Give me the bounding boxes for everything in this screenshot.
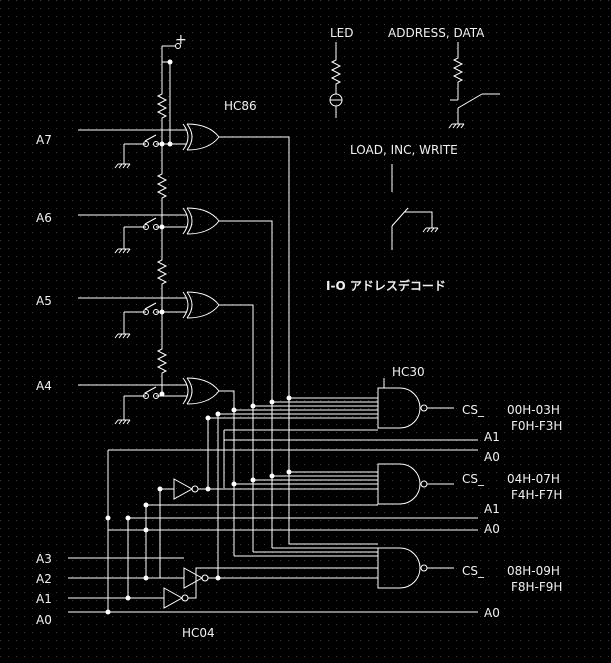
- side-label-a1-top: A1: [484, 430, 500, 444]
- side-label-a0-mid: A0: [484, 522, 500, 536]
- diagram-title: I-O アドレスデコード: [326, 278, 446, 293]
- input-label-a2: A2: [36, 572, 52, 586]
- nand-gate-1: [377, 387, 454, 429]
- output-range2-3: F8H-F9H: [511, 580, 562, 594]
- vcc-label: +: [175, 32, 187, 48]
- xor-stage-a6: [78, 207, 273, 402]
- xor-stage-a7: [78, 123, 290, 398]
- legend-load-inc-write: LOAD, INC, WRITE: [350, 143, 458, 157]
- legend-address-data: ADDRESS, DATA: [388, 26, 485, 40]
- output-cs-3: CS_: [462, 564, 485, 578]
- address-data-switch-symbol: [448, 42, 500, 129]
- xor-stage-a4: [78, 377, 235, 556]
- xor-stage-a5: [78, 291, 254, 406]
- chip-label-hc30: HC30: [392, 365, 425, 379]
- input-label-a1: A1: [36, 592, 52, 606]
- input-label-a6: A6: [36, 211, 52, 225]
- led-symbol: [329, 42, 343, 118]
- output-cs-2: CS_: [462, 472, 485, 486]
- inverter-a3: [68, 557, 378, 589]
- input-label-a0: A0: [36, 613, 52, 627]
- legend-led: LED: [330, 26, 354, 40]
- side-label-a0-bot: A0: [484, 606, 500, 620]
- load-inc-write-switch-symbol: [391, 164, 439, 250]
- output-range2-1: F0H-F3H: [511, 419, 562, 433]
- inverter-a2: [157, 478, 378, 578]
- output-range1-2: 04H-07H: [507, 472, 560, 486]
- address-input-lines: [68, 439, 478, 615]
- input-label-a7: A7: [36, 133, 52, 147]
- side-label-a1-mid: A1: [484, 502, 500, 516]
- side-label-a0-top: A0: [484, 450, 500, 464]
- inverter-a1: [128, 567, 378, 609]
- bus-wiring: [205, 395, 378, 580]
- output-cs-1: CS_: [462, 403, 485, 417]
- output-range1-3: 08H-09H: [507, 564, 560, 578]
- output-range2-2: F4H-F7H: [511, 488, 562, 502]
- input-label-a5: A5: [36, 294, 52, 308]
- chip-label-hc86: HC86: [224, 99, 257, 113]
- chip-label-hc04: HC04: [182, 626, 215, 640]
- input-label-a4: A4: [36, 379, 52, 393]
- nand-gate-3: [377, 547, 454, 589]
- output-range1-1: 00H-03H: [507, 403, 560, 417]
- input-label-a3: A3: [36, 552, 52, 566]
- nand-gate-2: [377, 463, 454, 505]
